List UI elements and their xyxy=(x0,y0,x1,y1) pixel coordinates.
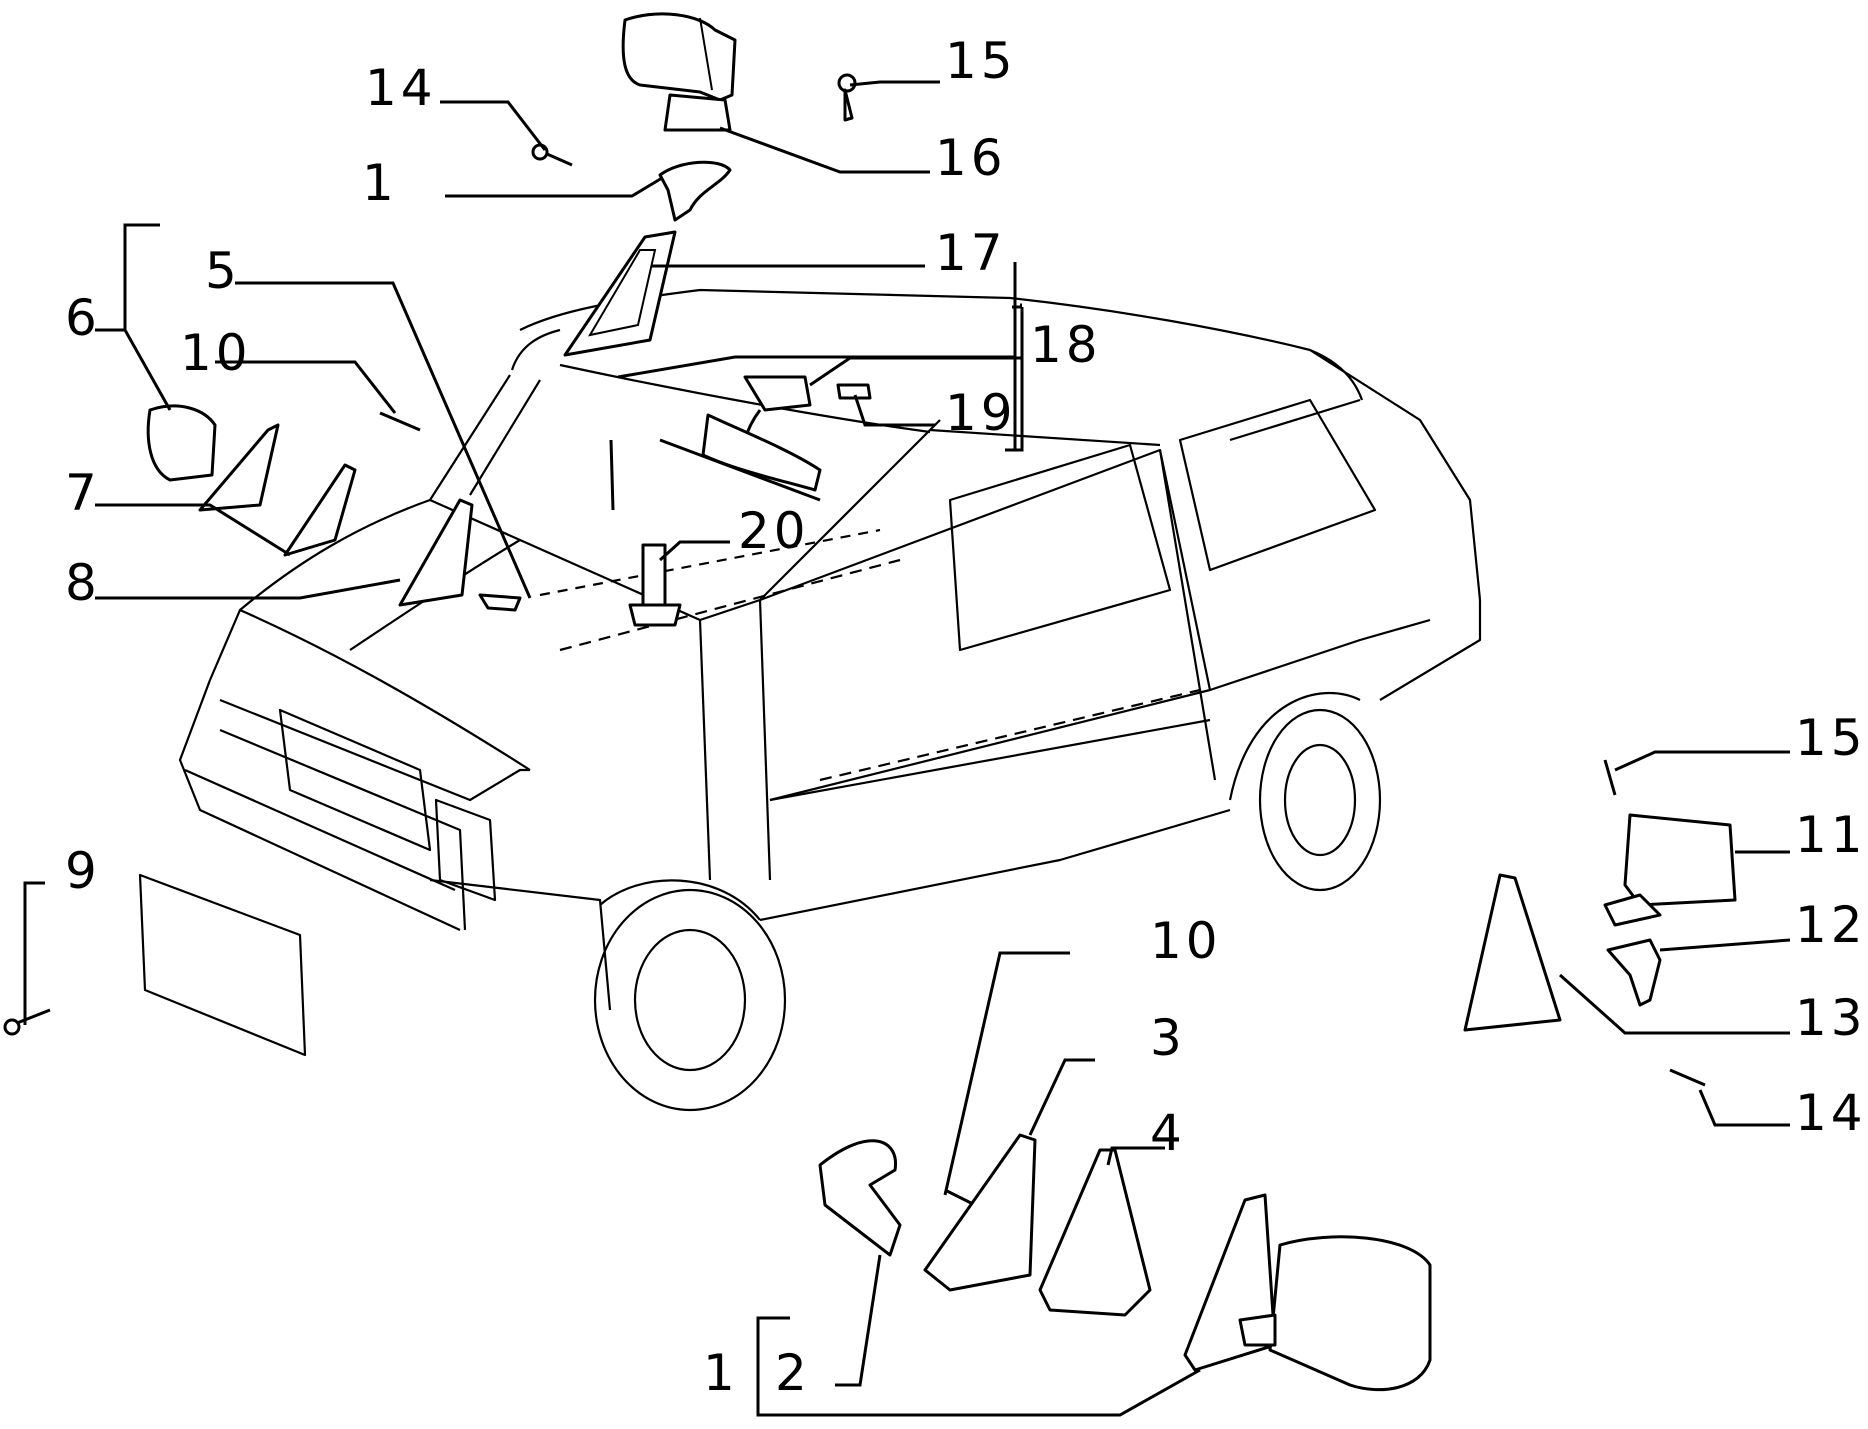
callout-15-top: 15 xyxy=(945,32,1017,90)
callout-7: 7 xyxy=(65,464,101,522)
triangle-8 xyxy=(398,498,474,607)
callout-10-left: 10 xyxy=(180,324,252,382)
gasket-12 xyxy=(1606,938,1662,1007)
callout-1-top: 1 xyxy=(362,154,398,212)
callout-2: 2 xyxy=(775,1344,811,1402)
screw-15-right xyxy=(1603,759,1617,796)
bolt-20 xyxy=(628,543,682,627)
callout-6: 6 xyxy=(65,289,101,347)
callout-3: 3 xyxy=(1150,1009,1186,1067)
callout-19: 19 xyxy=(945,384,1017,442)
screw-15-top xyxy=(837,73,857,122)
callout-1-bottom: 1 xyxy=(703,1344,739,1402)
sleeve-2 xyxy=(818,1139,902,1257)
callout-13: 13 xyxy=(1795,989,1867,1047)
callout-14-right: 14 xyxy=(1795,1084,1867,1142)
door-mirror-top xyxy=(621,12,737,132)
leader-lines xyxy=(23,80,1791,1417)
callout-4: 4 xyxy=(1150,1104,1186,1162)
callout-10-bottom: 10 xyxy=(1150,912,1222,970)
interior-mirror xyxy=(701,375,822,492)
clip-19 xyxy=(836,383,872,400)
callout-12: 12 xyxy=(1795,896,1867,954)
car-body xyxy=(138,288,1482,1112)
screw-10-bottom xyxy=(944,1188,976,1207)
mirror-left-6 xyxy=(146,404,280,512)
mirror-right-11 xyxy=(1603,813,1737,927)
callout-labels: 14 15 16 1 17 5 6 10 18 19 7 8 20 15 11 … xyxy=(65,32,1867,1402)
mirror-gasket-top xyxy=(658,160,732,222)
gasket-4 xyxy=(1038,1148,1152,1317)
screw-14-top xyxy=(531,143,573,167)
triangle-cover-17 xyxy=(563,230,677,357)
callout-11: 11 xyxy=(1795,806,1867,864)
screw-9 xyxy=(3,1008,51,1036)
callout-8: 8 xyxy=(65,554,101,612)
mirror-assembly-1 xyxy=(1183,1193,1432,1392)
callout-16: 16 xyxy=(935,129,1007,187)
callout-5: 5 xyxy=(205,242,241,300)
callout-15-right: 15 xyxy=(1795,709,1867,767)
screw-10-left xyxy=(379,411,421,432)
triangle-13 xyxy=(1463,873,1562,1032)
clip-5 xyxy=(478,593,522,612)
callout-14-top: 14 xyxy=(365,59,437,117)
callout-20: 20 xyxy=(738,502,810,560)
triangle-7 xyxy=(283,463,357,557)
callout-17: 17 xyxy=(935,224,1007,282)
plate-3 xyxy=(923,1133,1037,1292)
screw-14-right xyxy=(1669,1068,1706,1087)
callout-9: 9 xyxy=(65,842,101,900)
callout-18: 18 xyxy=(1030,316,1102,374)
